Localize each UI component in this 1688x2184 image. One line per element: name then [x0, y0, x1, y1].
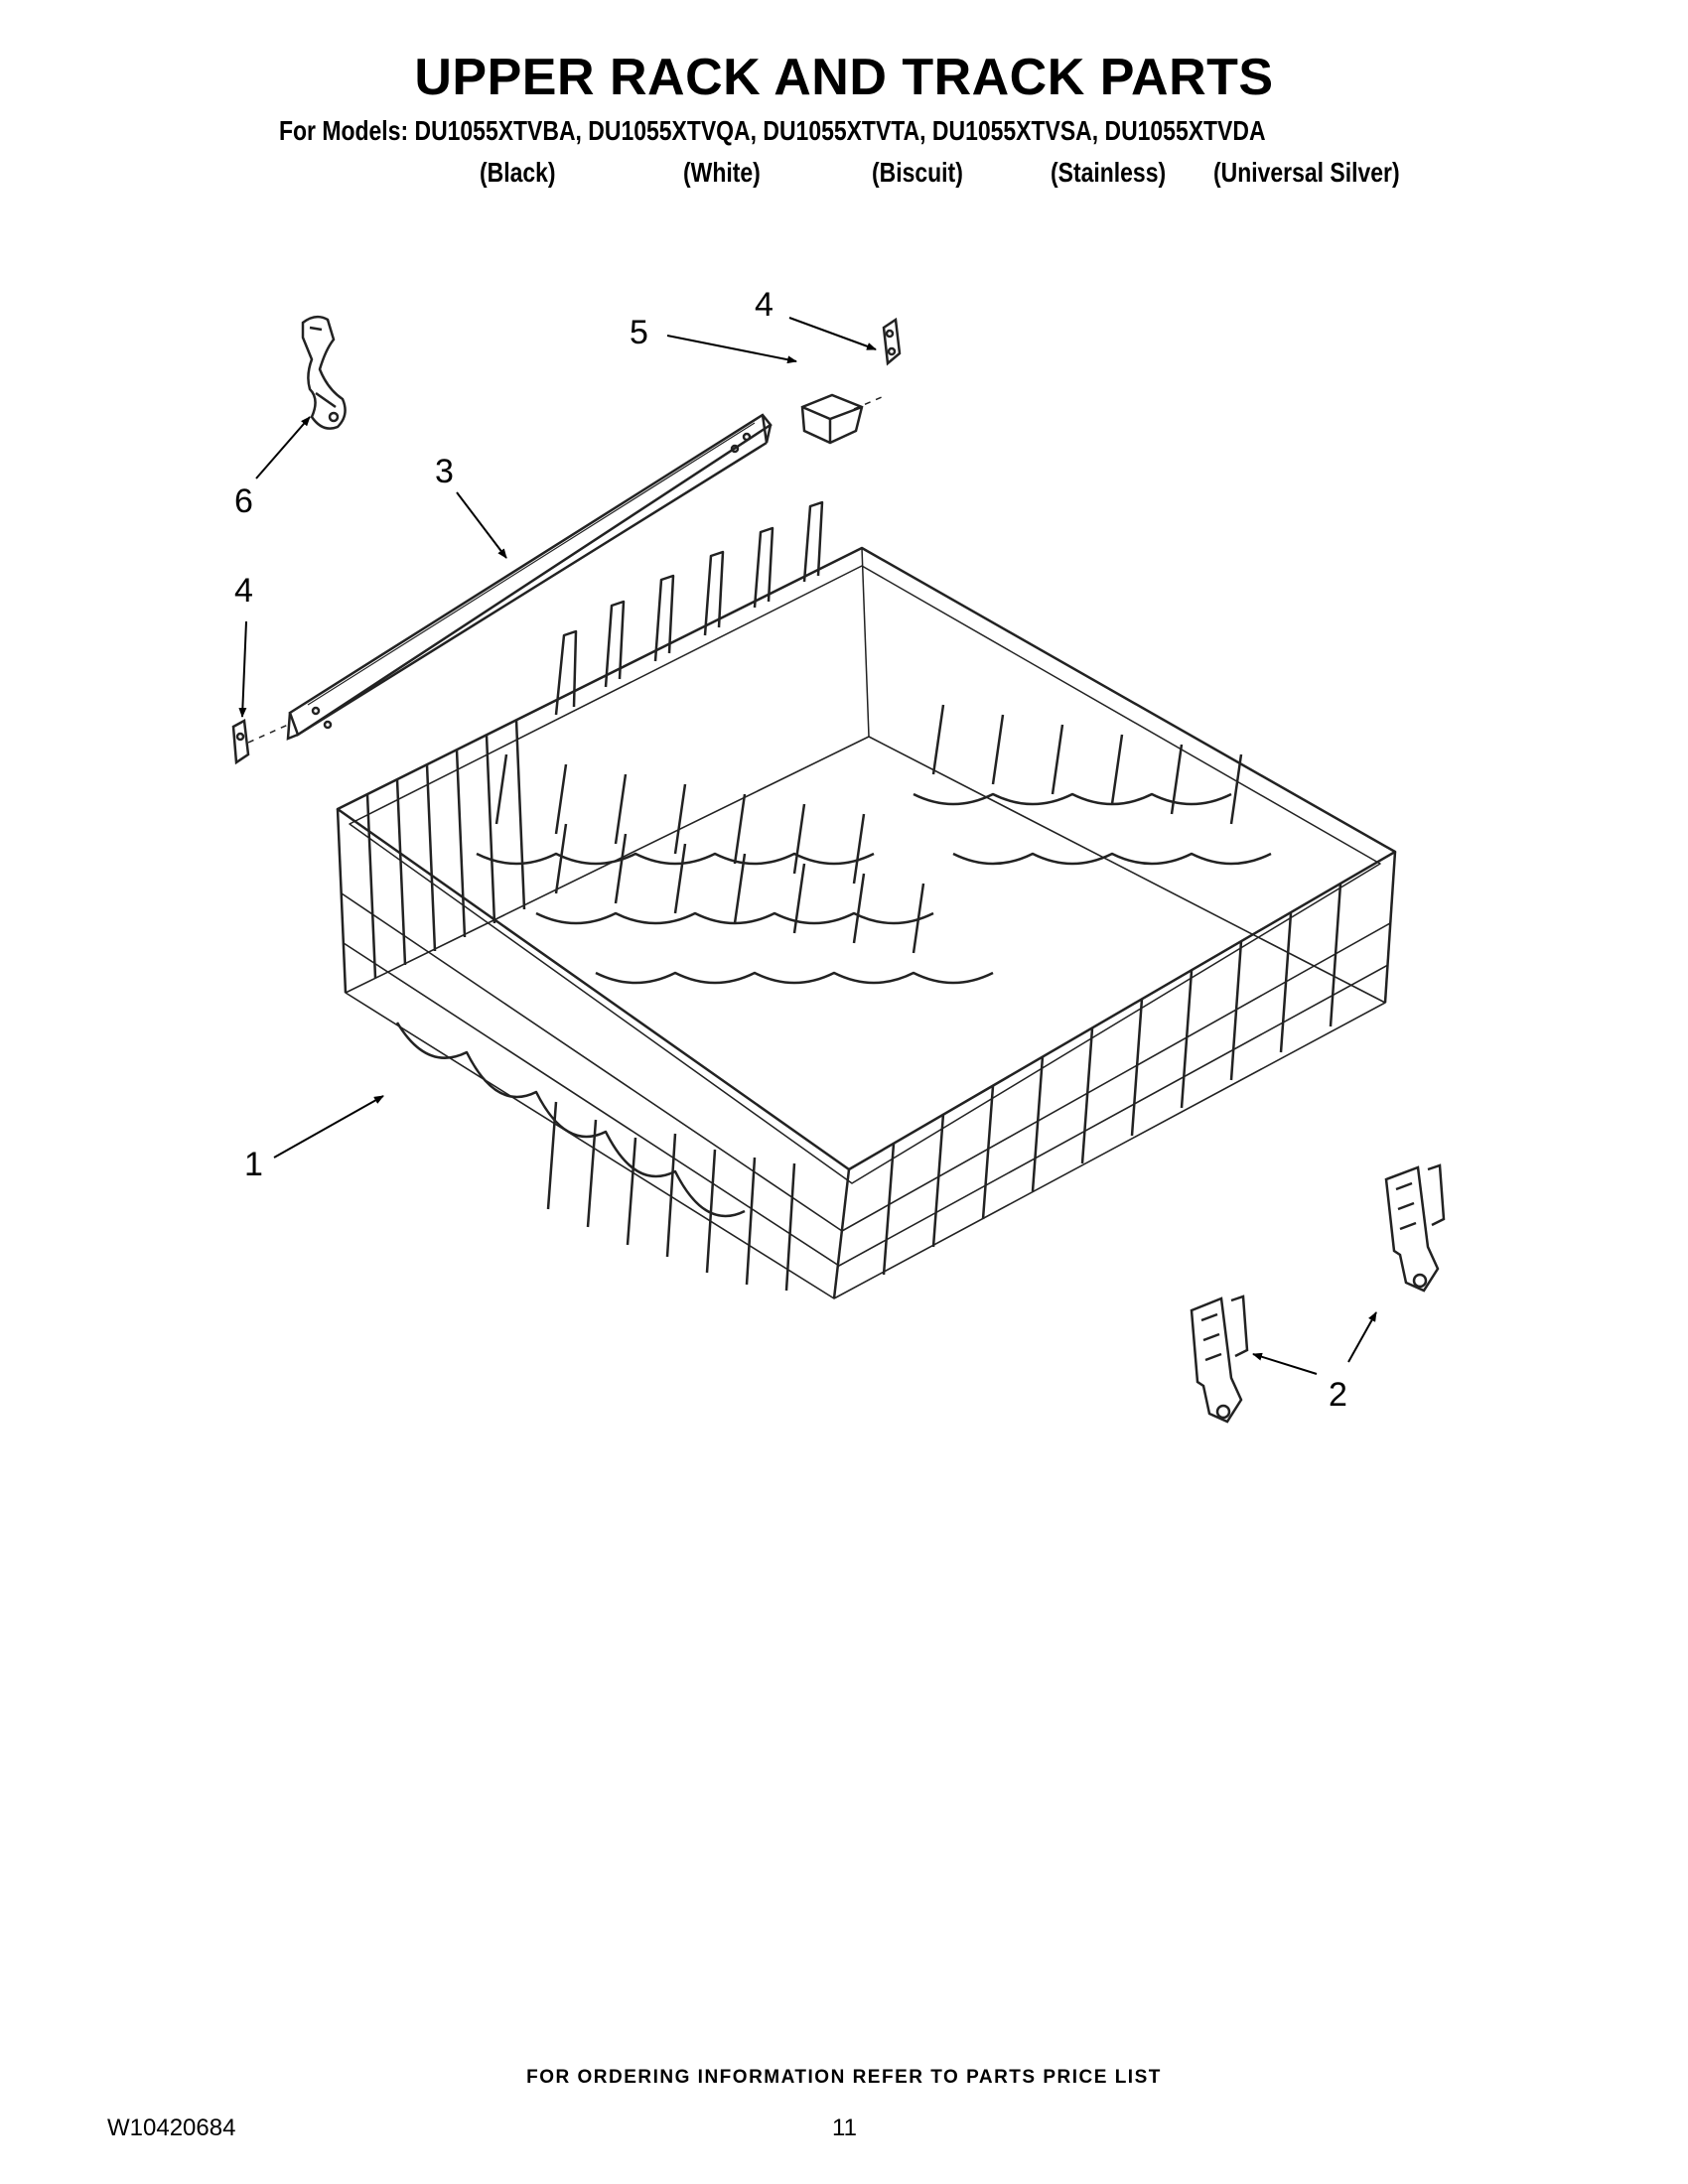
track-stop-left-part: [231, 719, 250, 765]
color-white: (White): [683, 157, 761, 188]
rack-adjuster-right-part: [1384, 1163, 1446, 1293]
models-line: For Models: DU1055XTVBA, DU1055XTVQA, DU…: [279, 115, 1266, 146]
callout-upper-rack: 1: [244, 1146, 263, 1183]
track-rail-part: [286, 413, 773, 741]
page-title: UPPER RACK AND TRACK PARTS: [414, 49, 1274, 106]
ordering-note: FOR ORDERING INFORMATION REFER TO PARTS …: [526, 2067, 1162, 2088]
rack-adjuster-left-part: [1190, 1295, 1249, 1424]
color-stainless: (Stainless): [1051, 157, 1167, 188]
callout-rack-adjuster: 2: [1329, 1376, 1347, 1414]
color-black: (Black): [480, 157, 556, 188]
callout-track-rail: 3: [435, 453, 454, 490]
callout-track-cap: 5: [630, 314, 648, 351]
clip-part: [301, 315, 347, 430]
track-cap-part: [800, 393, 864, 445]
page-number: 11: [832, 2115, 857, 2141]
callout-track-stop-right: 4: [755, 286, 774, 324]
document-number: W10420684: [107, 2115, 236, 2141]
upper-rack-part: [336, 500, 1397, 1299]
callout-clip: 6: [234, 482, 253, 520]
callout-track-stop-left: 4: [234, 572, 253, 610]
color-universal-silver: (Universal Silver): [1213, 157, 1400, 188]
color-biscuit: (Biscuit): [872, 157, 963, 188]
track-stop-right-part: [882, 317, 902, 366]
leader-arrows: [238, 317, 1377, 1375]
